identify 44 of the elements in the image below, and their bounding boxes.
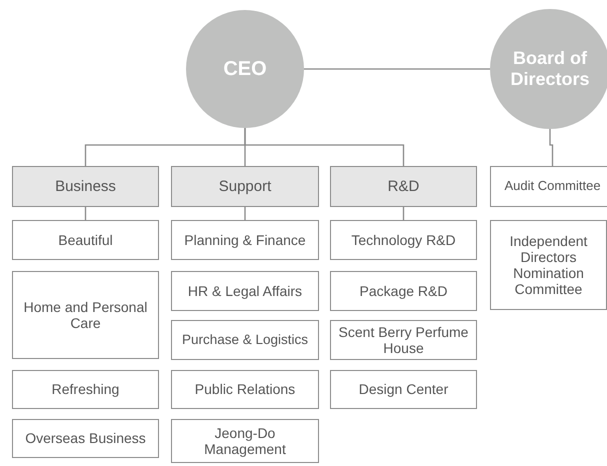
node-label: Purchase & Logistics	[182, 332, 308, 348]
node-label: Home and Personal Care	[22, 298, 148, 332]
node-label: Business	[55, 178, 116, 196]
node-label: Beautiful	[58, 232, 113, 248]
unit-box	[12, 419, 159, 458]
node-label: Board of Directors	[509, 48, 591, 90]
unit-box	[171, 419, 319, 463]
unit-box	[490, 166, 607, 207]
node-label: Audit Committee	[504, 179, 601, 194]
connector-line	[402, 207, 404, 220]
node-label: Technology R&D	[351, 232, 456, 248]
node-label: CEO	[223, 58, 267, 80]
connector-line	[84, 207, 86, 220]
division-box	[12, 166, 159, 207]
unit-box	[171, 271, 319, 311]
division-box	[330, 166, 477, 207]
node-label: Refreshing	[52, 381, 120, 398]
unit-box	[330, 320, 477, 360]
connector-line	[549, 129, 554, 166]
unit-box	[490, 220, 607, 310]
node-label: Jeong-Do Management	[203, 424, 287, 458]
unit-box	[171, 320, 319, 360]
node-label: Public Relations	[194, 381, 296, 398]
node-label: Package R&D	[360, 282, 448, 300]
node-label: Planning & Finance	[184, 232, 306, 248]
connector-line	[244, 128, 404, 166]
connector-line	[304, 68, 490, 70]
unit-box	[12, 370, 159, 409]
unit-box	[330, 271, 477, 311]
node-label: Design Center	[358, 381, 448, 398]
node-label: HR & Legal Affairs	[188, 282, 302, 300]
unit-box	[12, 220, 159, 260]
node-label: R&D	[388, 178, 420, 196]
unit-box	[330, 370, 477, 409]
node-label: Scent Berry Perfume House	[338, 324, 470, 356]
unit-box	[171, 220, 319, 260]
division-box	[171, 166, 319, 207]
connector-line	[244, 207, 246, 220]
node-label: Support	[218, 178, 272, 196]
node-label: Overseas Business	[25, 430, 146, 447]
node-label: Independent Directors Nomination Committee	[508, 232, 588, 298]
unit-box	[171, 370, 319, 409]
unit-box	[12, 271, 159, 359]
unit-box	[330, 220, 477, 260]
